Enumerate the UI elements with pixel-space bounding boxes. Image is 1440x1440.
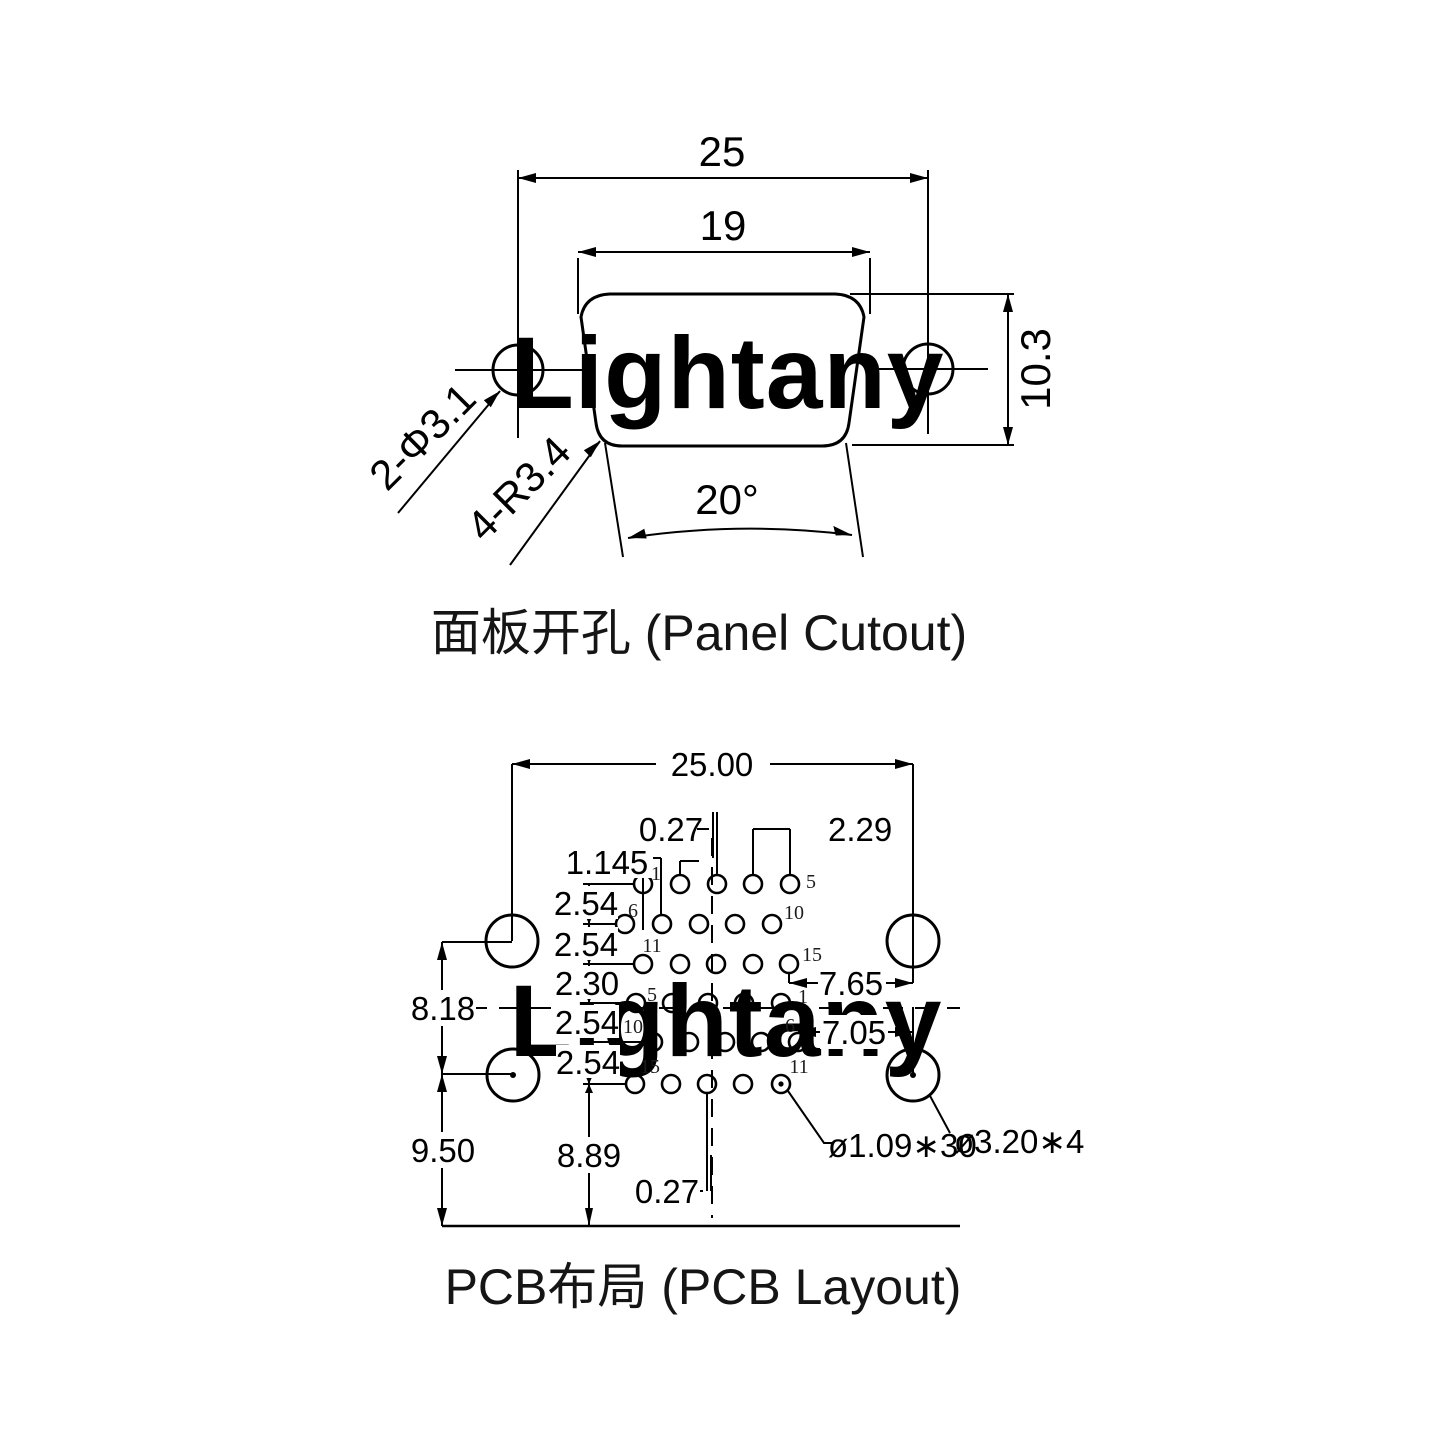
label-mount-holes-text: 2-Φ3.1 [360, 374, 485, 499]
dim-r34-label: 2.30 [555, 965, 619, 1002]
dim-8-18 [437, 941, 513, 1226]
pin-label-15: 15 [802, 944, 822, 966]
dim-offset-top-label: 0.27 [639, 811, 703, 848]
label-pin-hole-size: ø1.09∗30 [828, 1127, 977, 1164]
dim-9-50-label: 9.50 [411, 1132, 475, 1169]
dim-25: 25 [518, 128, 928, 183]
dim-10-3-label: 10.3 [1012, 328, 1059, 410]
label-corner-radius-text: 4-R3.4 [457, 427, 579, 549]
dim-7-65-label: 7.65 [819, 965, 883, 1002]
dim-r45-label: 2.54 [555, 1004, 619, 1041]
pin-label-1: 1 [651, 863, 661, 885]
pin-label-r5-6: 6 [785, 1015, 795, 1037]
dim-8-89-label: 8.89 [557, 1137, 621, 1174]
pin-label-r4-5: 5 [647, 984, 657, 1006]
dim-width-label: 25.00 [671, 746, 754, 783]
d-cutout-outline [579, 292, 866, 448]
pcb-layout-caption: PCB布局 (PCB Layout) [445, 1259, 962, 1315]
skirt-line-left [604, 442, 624, 558]
dim-7-05-label: 7.05 [822, 1014, 886, 1051]
dim-pitch-label: 2.29 [828, 811, 892, 848]
dim-offset-top-construction [697, 812, 718, 875]
pin-label-5: 5 [806, 871, 816, 893]
label-corner-radius: 4-R3.4 [457, 427, 601, 566]
pcb-mount-hole-top-right [885, 913, 941, 969]
pin-label-6: 6 [628, 900, 638, 922]
skirt-line-right [845, 442, 864, 558]
dim-stagger-label: 1.145 [566, 844, 649, 881]
leader-mount-hole [928, 1093, 951, 1134]
dim-r56-label: 2.54 [556, 1044, 620, 1081]
dim-25-00 [511, 759, 914, 983]
watermark-top: Lightany [512, 316, 945, 430]
label-mount-holes: 2-Φ3.1 [360, 374, 501, 514]
dim-mount-label: 8.18 [411, 990, 475, 1027]
dim-offset-bottom-label: 0.27 [635, 1173, 699, 1210]
dim-r12-label: 2.54 [554, 885, 618, 922]
dim-25-label: 25 [699, 128, 746, 175]
dim-10-3: 10.3 [850, 293, 1059, 446]
panel-cutout-caption: 面板开孔 (Panel Cutout) [431, 605, 967, 661]
dim-angle-label: 20° [695, 476, 759, 523]
angle-arc [627, 527, 853, 539]
dim-19: 19 [577, 202, 871, 314]
pin-hole-center-dot [778, 1081, 784, 1087]
pin-label-r4-1: 1 [798, 986, 808, 1008]
pin-label-11: 11 [642, 935, 661, 957]
dim-r23-label: 2.54 [554, 926, 618, 963]
dim-pitch-construction [752, 828, 791, 875]
leader-pin-hole [787, 1090, 833, 1144]
pin-label-r6-11: 11 [789, 1056, 808, 1078]
label-mount-hole-size: ø3.20∗4 [954, 1123, 1084, 1160]
pin-number-labels: 1 5 6 10 11 15 5 1 10 6 15 11 [623, 863, 822, 1078]
dim-19-label: 19 [700, 202, 747, 249]
pcb-layout-view: 25.00 0.27 2.29 1.145 2.54 2.54 2.30 2.5… [410, 746, 1084, 1315]
pin-label-10: 10 [784, 902, 804, 924]
pin-holes [614, 873, 809, 1095]
pin-label-r6-15: 15 [640, 1056, 660, 1078]
pin-label-r5-10: 10 [623, 1016, 643, 1038]
